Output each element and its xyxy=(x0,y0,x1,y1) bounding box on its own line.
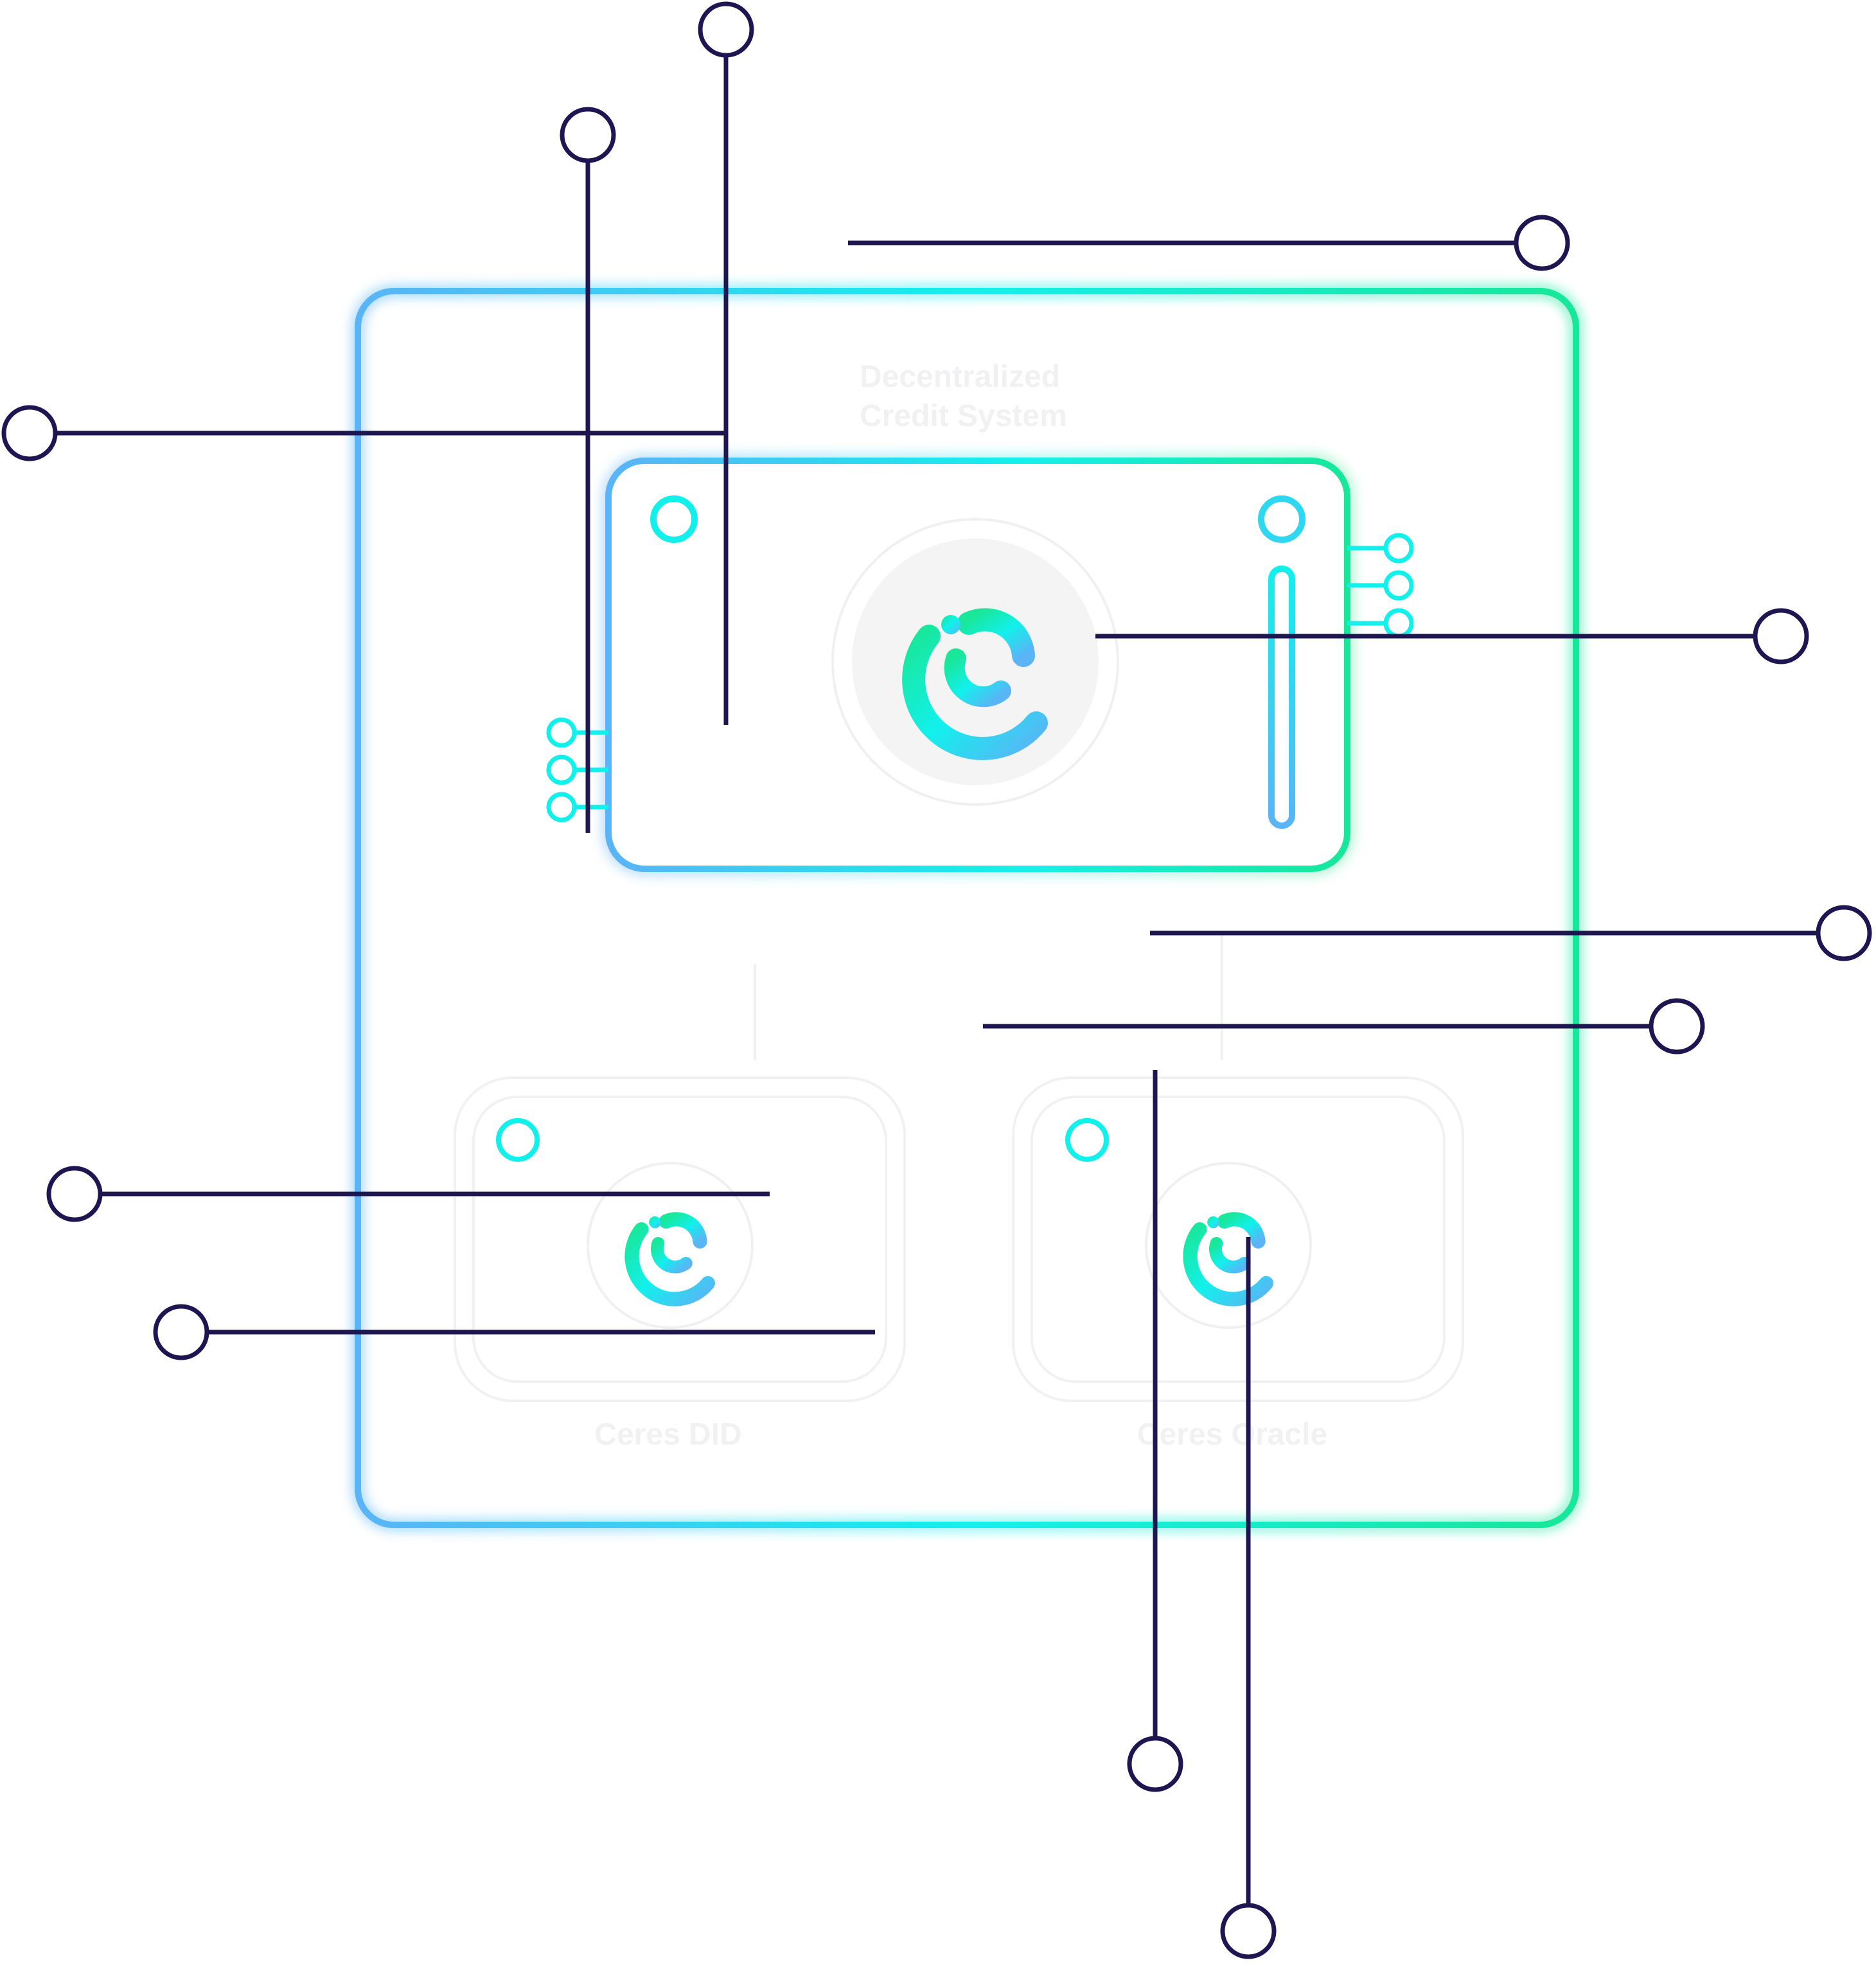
card-corner-left-icon xyxy=(650,495,698,543)
module-did-corner-icon xyxy=(496,1118,540,1162)
module-oracle-corner-icon xyxy=(1065,1118,1109,1162)
module-ceres-oracle: Ceres Oracle xyxy=(1012,1076,1464,1452)
diagram-title-line2: Credit System xyxy=(860,399,1067,433)
wire-node-icon xyxy=(1,405,58,461)
module-ceres-did: Ceres DID xyxy=(454,1076,906,1452)
card-corner-right-icon xyxy=(1258,495,1305,543)
wire-node-icon xyxy=(1127,1736,1183,1792)
wire-node-icon xyxy=(153,1304,209,1360)
wire-node-icon xyxy=(46,1166,103,1222)
wire-node-icon xyxy=(560,107,616,163)
left-port-icons xyxy=(546,717,608,823)
circuit-wires xyxy=(57,55,1816,1903)
wire-node-icon xyxy=(1816,905,1872,961)
diagram-title-line1: Decentralized xyxy=(860,360,1060,394)
module-label: Ceres Oracle xyxy=(1137,1418,1327,1452)
card-vertical-bar xyxy=(1268,565,1295,829)
wire-node-icon xyxy=(698,1,754,58)
card-text-lines-icon xyxy=(642,782,748,837)
wire-node-icon xyxy=(1220,1903,1277,1959)
wire-node-icon xyxy=(1753,608,1809,664)
right-port-icons xyxy=(1347,533,1414,639)
wire-node-icon xyxy=(1649,998,1705,1055)
outer-frame xyxy=(355,288,1579,1528)
module-label: Ceres DID xyxy=(594,1418,741,1452)
central-card xyxy=(605,458,1350,872)
wire-node-icon xyxy=(1514,215,1570,271)
